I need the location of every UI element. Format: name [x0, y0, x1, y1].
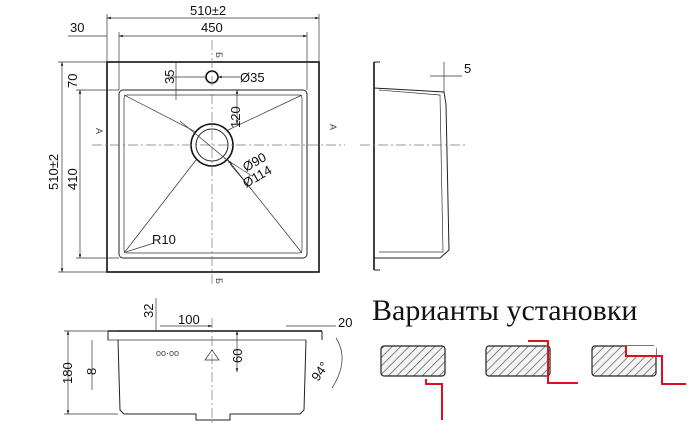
dim-depth-mark: 60	[230, 349, 245, 363]
dim-angle: 94°	[308, 359, 332, 384]
section-mark-top: Б	[214, 52, 224, 58]
install-title: Варианты установки	[372, 294, 637, 327]
dim-drain-width: 100	[178, 312, 200, 327]
sink-outer-rim	[106, 61, 320, 273]
bowl-outline	[118, 89, 308, 259]
dim-front-rim: 8	[84, 368, 99, 375]
dim-margin-left: 30	[70, 20, 84, 35]
bowl-inner-outline	[123, 94, 303, 254]
dim-width-inner: 450	[201, 20, 223, 35]
dim-corner-radius: R10	[152, 232, 176, 247]
dim-height-total: 510±2	[46, 154, 61, 190]
section-mark-bottom: Б	[214, 278, 224, 284]
install-variant-undermount	[591, 345, 686, 385]
dim-drain-distance: 120	[228, 106, 243, 128]
dim-flange: 20	[338, 315, 352, 330]
install-variant-flush	[380, 345, 446, 420]
section-mark-left: А	[94, 128, 104, 134]
side-view: 5	[360, 61, 471, 271]
dim-rim-width: 5	[464, 61, 471, 76]
section-mark-right: А	[328, 124, 338, 130]
dim-width-total: 510±2	[190, 3, 226, 18]
dim-margin-top: 70	[65, 74, 80, 88]
svg-text:oo·oo: oo·oo	[156, 348, 179, 358]
install-variant-top	[485, 340, 578, 384]
dim-front-drain-offset: 32	[141, 304, 156, 318]
top-view: Б Б А А 510±2 450 30 510±2 410 70 3	[46, 3, 345, 286]
dim-front-height: 180	[60, 362, 75, 384]
dim-height-inner: 410	[65, 168, 80, 190]
dim-drain-offset: 35	[162, 70, 177, 84]
dim-hole-diameter: Ø35	[240, 70, 265, 85]
front-view: oo·oo 32 100 60 20 94° 180 8	[60, 298, 352, 425]
